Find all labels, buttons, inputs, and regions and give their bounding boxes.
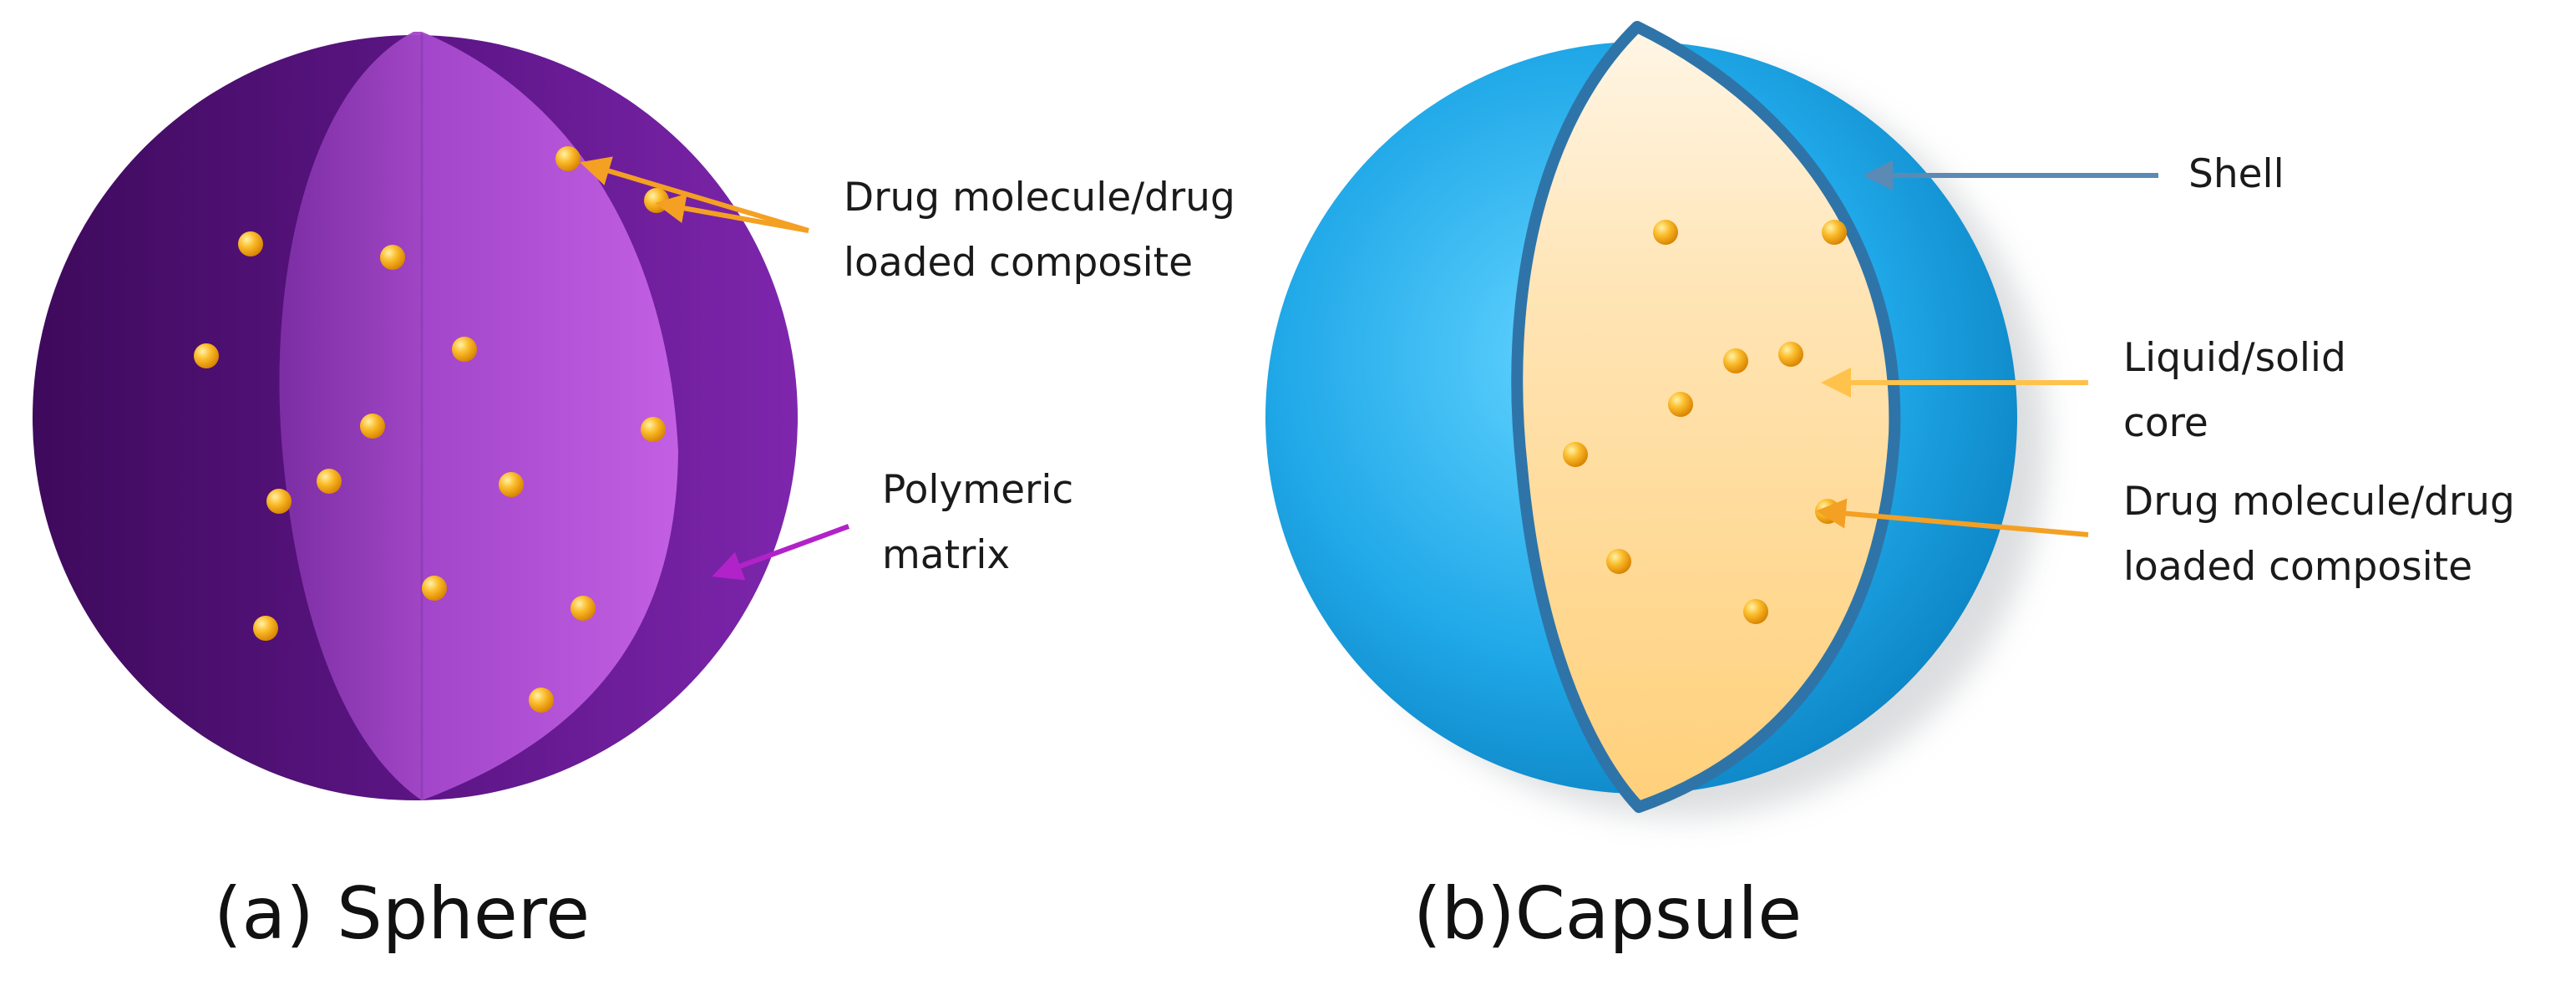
- drug-particle: [1778, 342, 1803, 367]
- sphere-drug-label-line2: loaded composite: [844, 240, 1193, 286]
- drug-particle: [452, 337, 477, 362]
- drug-particle: [1563, 442, 1588, 467]
- drug-particle: [1723, 348, 1748, 373]
- drug-particle: [194, 343, 219, 368]
- drug-particle: [422, 576, 447, 601]
- capsule-core-label: Liquid/solid core: [2123, 326, 2346, 456]
- capsule-caption: (b)Capsule: [1413, 872, 1803, 956]
- drug-particle: [238, 231, 263, 256]
- sphere-illustration: [33, 32, 850, 800]
- drug-particle: [644, 188, 669, 213]
- drug-particle: [1822, 220, 1847, 245]
- drug-particle: [499, 472, 524, 497]
- sphere-drug-label-line1: Drug molecule/drug: [844, 175, 1235, 221]
- sphere-drug-arrow: [580, 156, 809, 233]
- drug-particle: [360, 414, 385, 439]
- sphere-drug-arrow: [655, 193, 809, 233]
- capsule-shell-label: Shell: [2188, 151, 2284, 197]
- sphere-matrix-label: Polymeric matrix: [882, 458, 1073, 588]
- sphere-cut-right-face: [422, 32, 678, 800]
- capsule-illustration: [1265, 21, 2158, 817]
- drug-particle: [253, 616, 278, 641]
- capsule-drug-label: Drug molecule/drug loaded composite: [2123, 470, 2515, 600]
- drug-particle: [266, 489, 292, 514]
- sphere-drug-label: Drug molecule/drug loaded composite: [844, 165, 1235, 296]
- drug-particle: [529, 688, 554, 713]
- capsule-drug-label-line1: Drug molecule/drug: [2123, 479, 2515, 525]
- drug-particle: [380, 245, 405, 270]
- sphere-cut-left-face: [279, 32, 422, 800]
- drug-particle: [1653, 220, 1678, 245]
- drug-particle: [1606, 549, 1631, 574]
- sphere-caption: (a) Sphere: [214, 872, 591, 956]
- drug-particle: [555, 146, 581, 171]
- sphere-drug-particles: [194, 146, 669, 713]
- capsule-core: [1517, 27, 1895, 807]
- drug-particle: [1743, 599, 1768, 624]
- sphere-matrix-arrow: [712, 524, 850, 581]
- sphere-matrix-label-line1: Polymeric: [882, 467, 1074, 513]
- drug-particle: [570, 596, 596, 621]
- drug-particle: [641, 417, 666, 442]
- sphere-matrix-label-line2: matrix: [882, 532, 1011, 578]
- capsule-core-label-line2: core: [2123, 400, 2208, 446]
- drug-particle: [1668, 392, 1693, 417]
- capsule-shell: [1511, 21, 1901, 813]
- capsule-drug-label-line2: loaded composite: [2123, 544, 2472, 590]
- capsule-drug-arrow: [1816, 498, 2089, 537]
- capsule-core-label-line1: Liquid/solid: [2123, 335, 2346, 381]
- drug-particle: [317, 469, 342, 494]
